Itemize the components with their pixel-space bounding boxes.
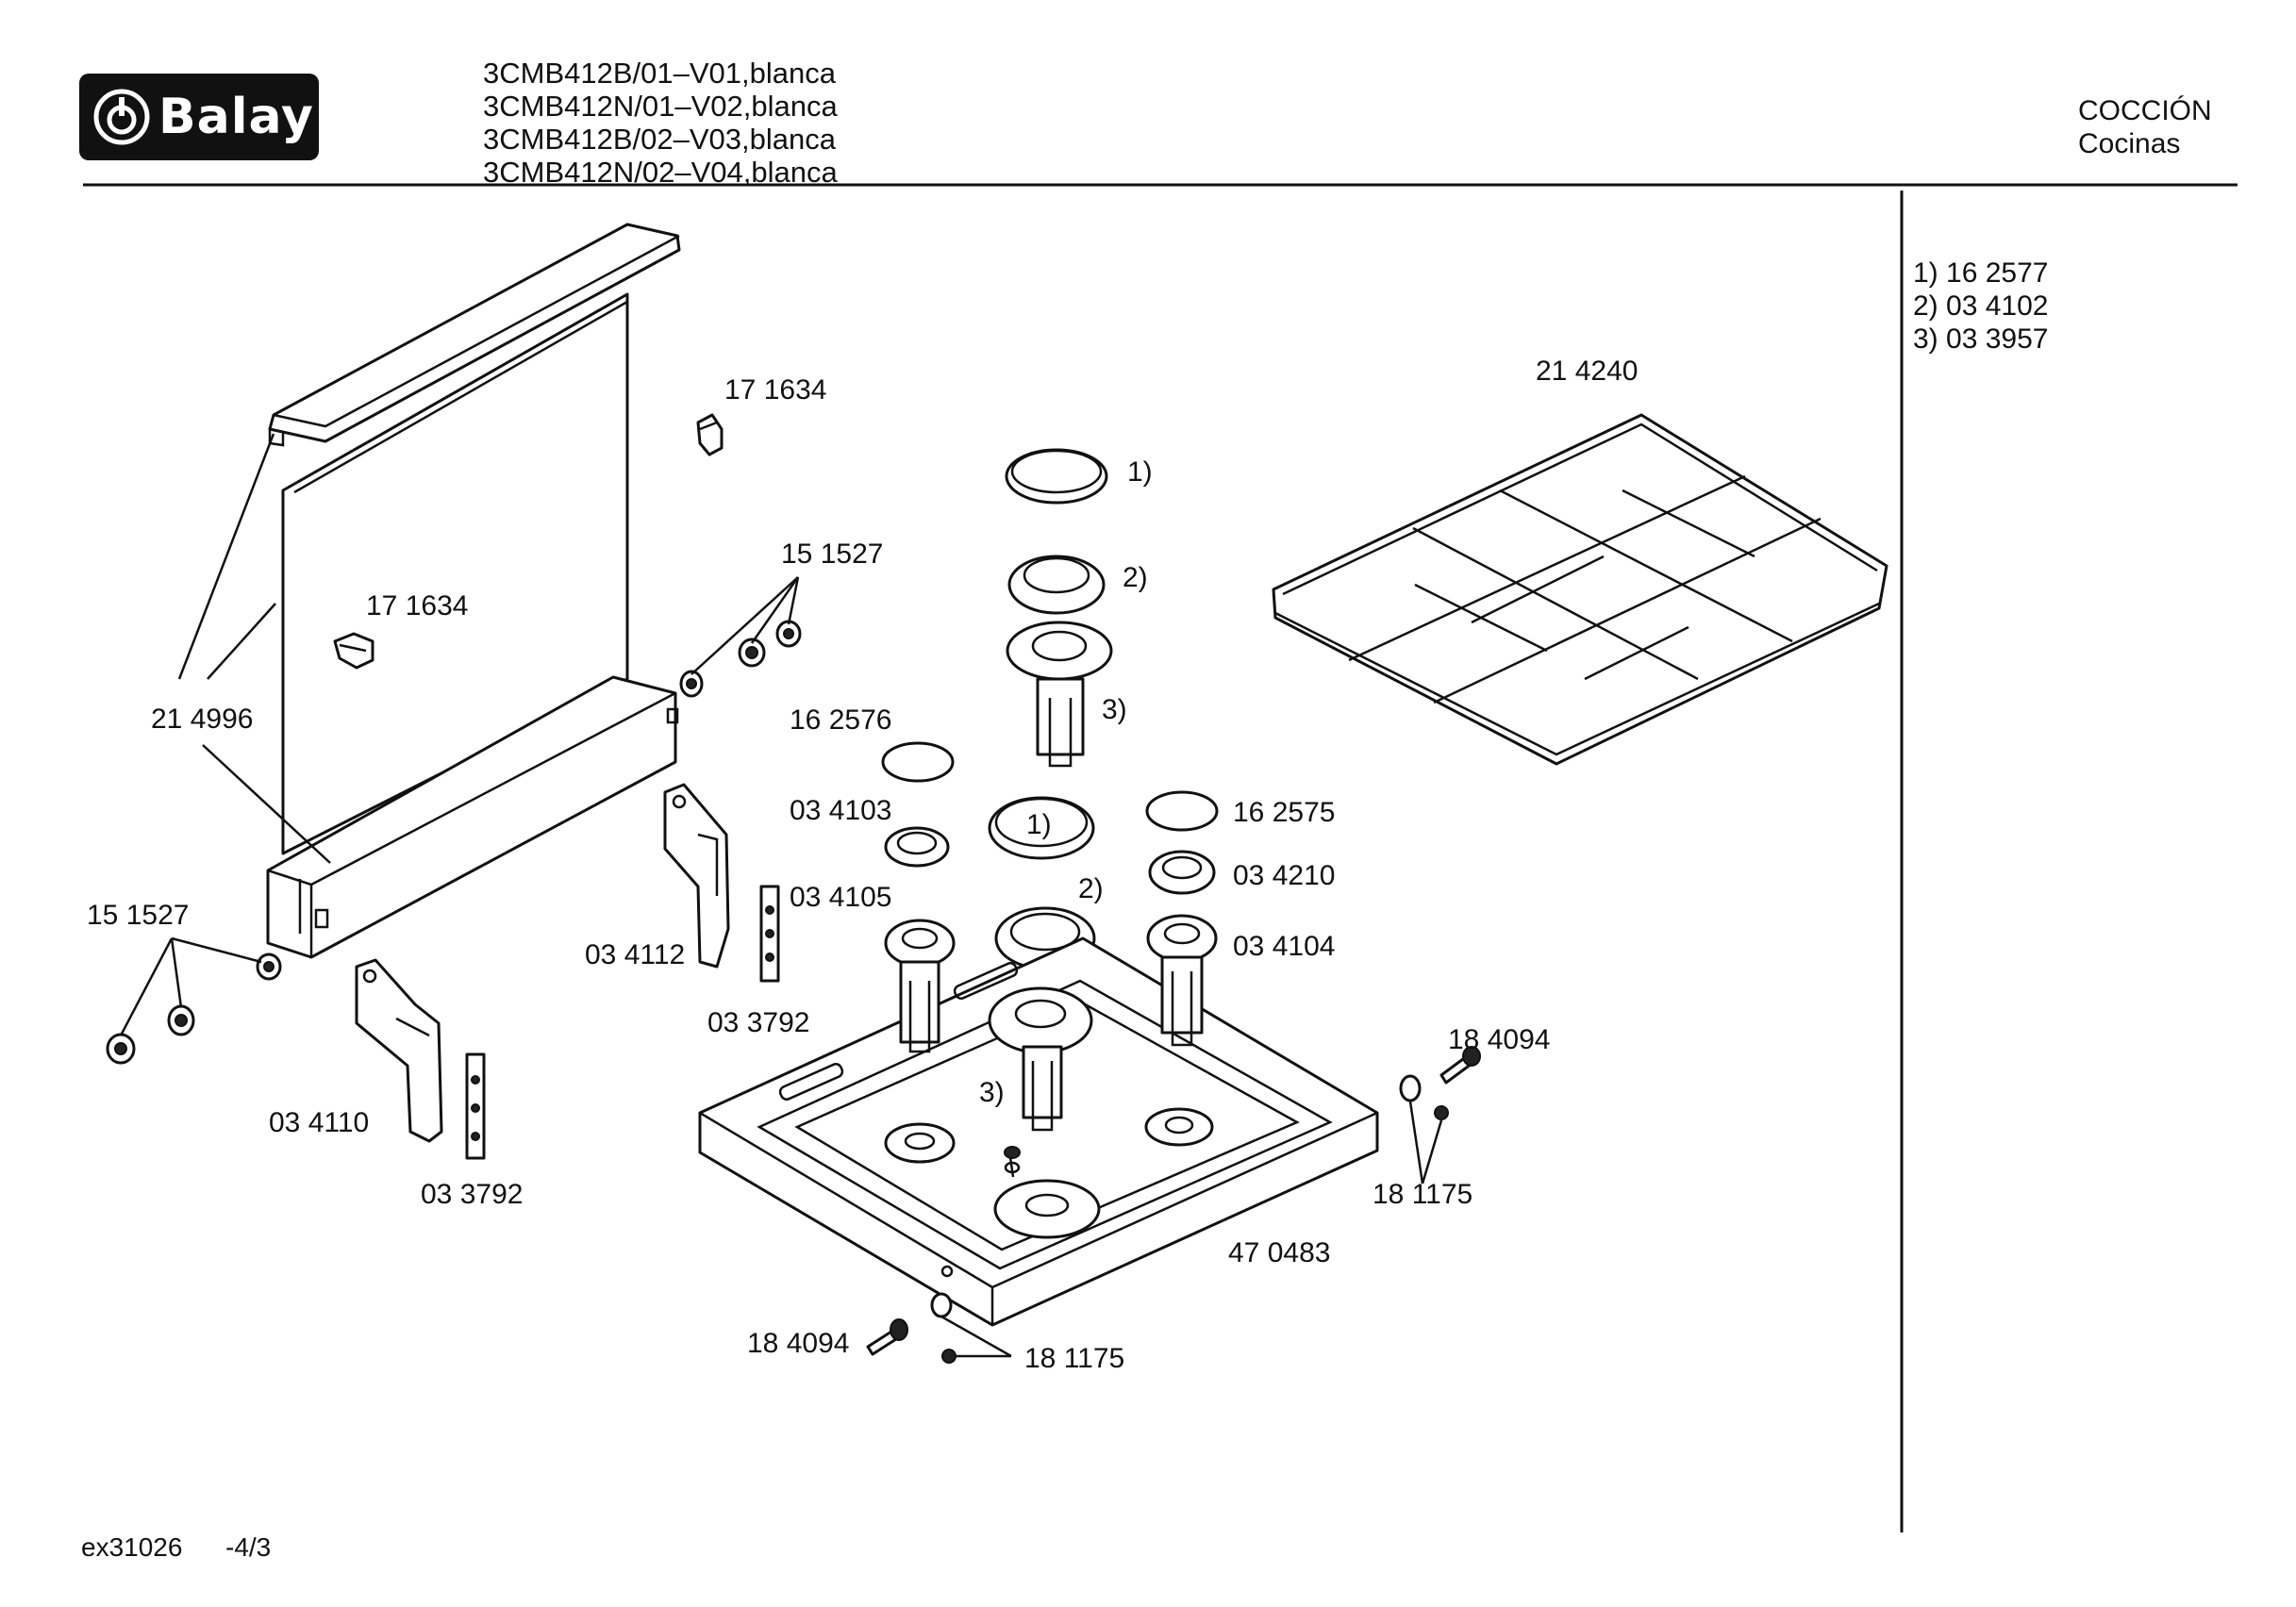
screw-right-part bbox=[1439, 1046, 1481, 1085]
cap-small-left-part bbox=[881, 741, 955, 783]
brand-logo-text: Balay bbox=[158, 89, 314, 145]
legend-item: 1) 16 2577 bbox=[1913, 257, 2049, 289]
brand-logo: Balay bbox=[79, 74, 319, 160]
label-backsplash-panel: 21 4996 bbox=[151, 704, 253, 735]
washer-bottom-part bbox=[930, 1292, 957, 1364]
label-washer-bottom: 18 1175 bbox=[1024, 1343, 1124, 1374]
category-subtitle: Cocinas bbox=[2078, 128, 2181, 159]
ring-left-part bbox=[884, 826, 950, 868]
legend-item: 3) 03 3957 bbox=[1913, 323, 2049, 355]
burner-body-left-part bbox=[884, 919, 956, 1053]
label-ring-right: 03 4210 bbox=[1233, 860, 1335, 891]
burner-body-top-part bbox=[1006, 621, 1113, 768]
callout-burner-center: 3) bbox=[979, 1077, 1005, 1108]
burner-cap-top-part bbox=[1005, 448, 1108, 505]
label-strip-right: 03 3792 bbox=[707, 1007, 809, 1038]
label-pan-support: 21 4240 bbox=[1536, 356, 1638, 387]
screw-bottom-part bbox=[866, 1318, 908, 1356]
label-washer-right: 18 1175 bbox=[1373, 1179, 1472, 1210]
model-line: 3CMB412N/01–V02,blanca bbox=[483, 90, 838, 123]
model-line: 3CMB412B/02–V03,blanca bbox=[483, 123, 836, 156]
legend-list: 1) 16 2577 2) 03 4102 3) 03 3957 bbox=[1913, 257, 2048, 356]
pan-support-part bbox=[1272, 413, 1888, 766]
clip-lower-part bbox=[333, 632, 374, 670]
burner-cap-center-part bbox=[988, 796, 1095, 860]
screw-group-upper bbox=[679, 620, 802, 698]
bracket-right-part bbox=[663, 783, 730, 969]
callout-ring-center: 2) bbox=[1078, 873, 1104, 904]
callout-cap-top: 1) bbox=[1127, 456, 1153, 488]
burner-ring-top-part bbox=[1007, 555, 1106, 615]
cap-small-right-part bbox=[1145, 790, 1219, 832]
footer: ex31026 -4/3 bbox=[81, 1532, 271, 1563]
screw-group-left bbox=[106, 953, 282, 1065]
label-screw-bottom: 18 4094 bbox=[747, 1328, 849, 1359]
label-burner-right: 03 4104 bbox=[1233, 931, 1335, 962]
leader-lines bbox=[119, 433, 1443, 1358]
label-cap-small-right: 16 2575 bbox=[1233, 797, 1335, 828]
strip-left-part bbox=[465, 1052, 486, 1160]
label-screw-left: 15 1527 bbox=[87, 900, 189, 931]
label-screw-upper: 15 1527 bbox=[781, 538, 883, 570]
footer-code: ex31026 bbox=[81, 1532, 183, 1562]
burner-body-right-part bbox=[1146, 914, 1218, 1047]
model-line: 3CMB412N/02–V04,blanca bbox=[483, 156, 838, 189]
category-title: COCCIÓN bbox=[2078, 95, 2212, 126]
backsplash-assembly bbox=[266, 223, 681, 959]
callout-burner-top: 3) bbox=[1102, 694, 1127, 725]
label-bracket-left: 03 4110 bbox=[269, 1107, 369, 1138]
label-hob-tray: 47 0483 bbox=[1228, 1237, 1330, 1268]
label-cap-small-left: 16 2576 bbox=[790, 704, 891, 736]
footer-page: -4/3 bbox=[225, 1532, 272, 1562]
strip-right-part bbox=[759, 885, 780, 983]
category-block: COCCIÓN Cocinas bbox=[2078, 94, 2212, 160]
model-line: 3CMB412B/01–V01,blanca bbox=[483, 57, 836, 90]
label-screw-right: 18 4094 bbox=[1448, 1024, 1550, 1055]
label-ring-left: 03 4103 bbox=[790, 795, 891, 826]
legend-item: 2) 03 4102 bbox=[1913, 290, 2049, 322]
clip-upper-part bbox=[696, 413, 724, 456]
callout-ring-top: 2) bbox=[1123, 562, 1148, 593]
burner-body-center-part bbox=[988, 986, 1093, 1132]
model-list: 3CMB412B/01–V01,blanca 3CMB412N/01–V02,b… bbox=[483, 57, 838, 189]
washer-right-part bbox=[1399, 1074, 1449, 1120]
hob-tray-part bbox=[698, 936, 1379, 1327]
label-clip-lower: 17 1634 bbox=[366, 590, 468, 621]
label-clip-upper: 17 1634 bbox=[724, 374, 826, 406]
label-burner-left: 03 4105 bbox=[790, 882, 891, 913]
label-strip-left: 03 3792 bbox=[421, 1179, 523, 1210]
ring-right-part bbox=[1148, 850, 1216, 895]
brand-logo-icon bbox=[93, 89, 150, 145]
label-bracket-right: 03 4112 bbox=[585, 939, 685, 970]
callout-cap-center: 1) bbox=[1026, 809, 1052, 840]
bracket-left-part bbox=[355, 958, 443, 1143]
